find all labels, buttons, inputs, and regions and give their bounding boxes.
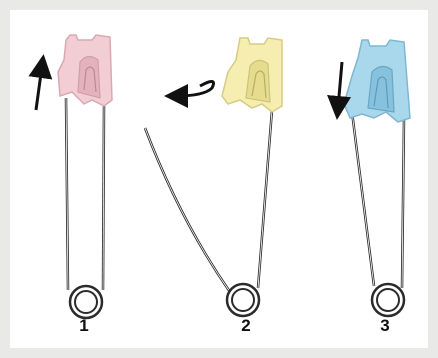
pin-cap-3 bbox=[344, 40, 410, 122]
safety-pin-1 bbox=[36, 35, 112, 318]
safety-pin-2 bbox=[145, 38, 282, 316]
step-label-1: 1 bbox=[74, 316, 94, 336]
hooked-arrow-icon bbox=[176, 81, 214, 96]
safety-pin-3 bbox=[338, 40, 410, 316]
step-label-3: 3 bbox=[375, 316, 395, 336]
arrow-down-icon bbox=[338, 62, 342, 108]
arrow-up-icon bbox=[36, 66, 42, 110]
pin-cap-2 bbox=[222, 38, 282, 112]
step-label-2: 2 bbox=[236, 316, 256, 336]
pin-cap-1 bbox=[58, 35, 112, 106]
